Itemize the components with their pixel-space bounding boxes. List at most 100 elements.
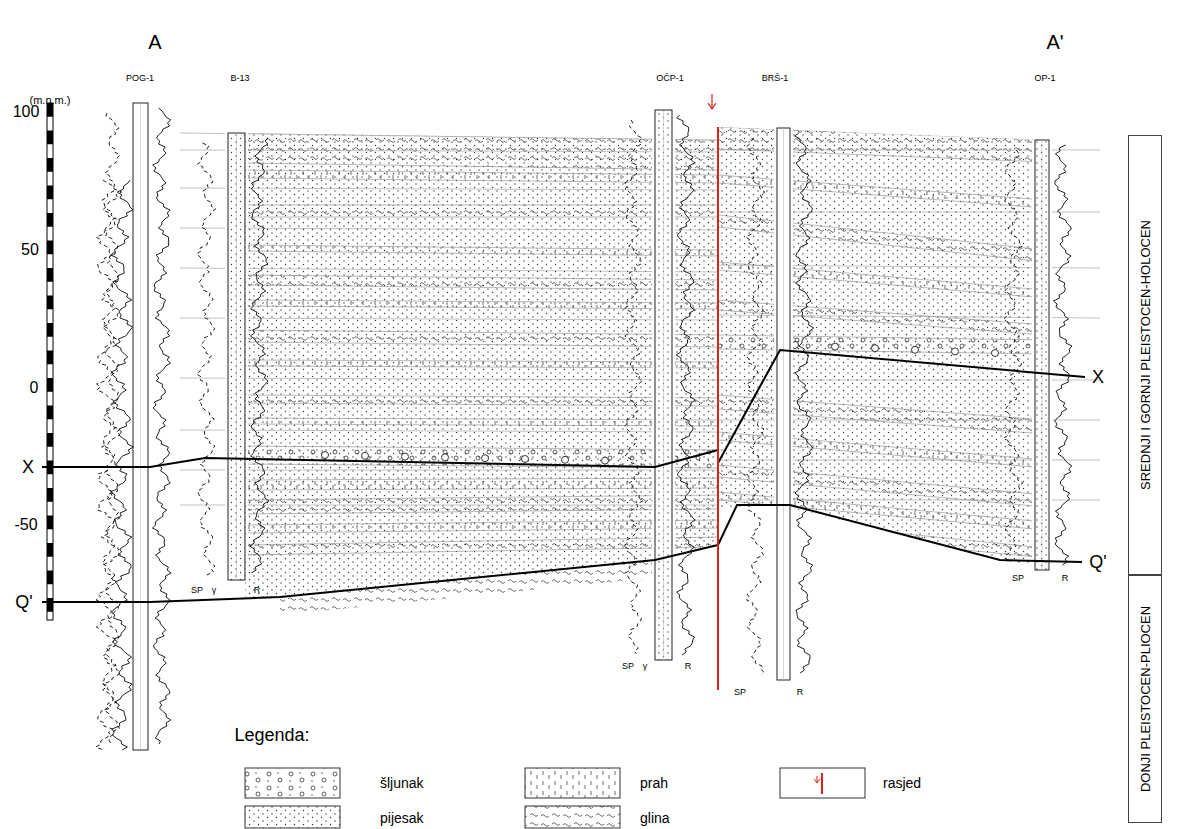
- scale-bar-segment: [47, 488, 53, 502]
- boundary-q-right: [718, 505, 1082, 562]
- legend-text: šljunak: [380, 776, 424, 790]
- scale-bar-segment: [47, 186, 53, 200]
- gravel-mark: [832, 343, 839, 350]
- legend-text: prah: [640, 776, 668, 790]
- sand-swatch: [245, 806, 340, 828]
- legend-title: Legenda:: [234, 726, 309, 744]
- age-band: DONJI PLEISTOCEN-PLIOCEN: [1128, 575, 1162, 823]
- stratum-band: [245, 360, 718, 368]
- boundary-q-left: [42, 545, 718, 602]
- well-column: [133, 103, 148, 750]
- scale-bar-segment: [47, 296, 53, 310]
- boundary-label: Q': [15, 593, 32, 611]
- sp-log-curve: [102, 113, 121, 743]
- gravel-mark: [562, 456, 569, 463]
- well-name: BRŠ-1: [762, 74, 789, 83]
- log-label: SP: [1012, 574, 1024, 583]
- stratum-band: [245, 300, 718, 309]
- scale-bar-segment: [47, 378, 53, 392]
- stratum-band: [245, 520, 718, 533]
- stratum-band: [718, 492, 1045, 530]
- stratum-band: [718, 395, 1045, 434]
- boundary-label: Q': [1089, 553, 1106, 571]
- well-axis: [140, 103, 141, 750]
- gravel-mark: [402, 453, 409, 460]
- legend-text: pijesak: [380, 811, 424, 825]
- fault-line: [717, 127, 719, 690]
- gravel-mark: [912, 346, 919, 353]
- sp-log-curve: [623, 120, 642, 654]
- sp-log-curve: [197, 143, 216, 575]
- well-column: [777, 128, 790, 680]
- stratum-band: [245, 170, 718, 183]
- axis-label: 100: [13, 104, 40, 120]
- well-ground: [652, 110, 675, 660]
- correlation-line: [180, 378, 718, 380]
- well-name: B-13: [230, 74, 249, 83]
- sand-body: [240, 120, 720, 620]
- stratum-band: [718, 127, 1045, 162]
- right-block: [715, 120, 1055, 580]
- gravel-mark: [322, 452, 329, 459]
- log-label: R: [254, 586, 261, 595]
- correlation-line: [180, 133, 718, 140]
- stratum-band: [245, 395, 718, 406]
- age-text: SREDNJI I GORNJI PLEISTOCEN-HOLOCEN: [1139, 220, 1152, 490]
- boundary-x-left: [42, 450, 718, 467]
- section-end-label: A': [1046, 32, 1063, 52]
- well-name: POG-1: [126, 74, 154, 83]
- correlation-line: [180, 430, 718, 432]
- scale-bar-segment: [47, 241, 53, 255]
- well-column: [655, 110, 672, 660]
- stratum-band: [718, 175, 1045, 208]
- boundary-label: X: [22, 458, 34, 476]
- scale-bar-segment: [47, 433, 53, 447]
- age-text: DONJI PLEISTOCEN-PLIOCEN: [1139, 606, 1152, 792]
- gravel-mark: [992, 350, 999, 357]
- legend-text: glina: [640, 811, 670, 825]
- fault-swatch-line: [821, 773, 823, 794]
- scale-bar-segment: [47, 351, 53, 365]
- scale-bar-segment: [47, 516, 53, 530]
- correlation-line: [180, 188, 718, 190]
- well-name: OP-1: [1034, 74, 1055, 83]
- axis-label: 0: [30, 380, 39, 396]
- axis-label: -50: [14, 517, 37, 533]
- log-label: γ: [212, 586, 217, 595]
- stratum-band: [245, 245, 718, 256]
- scale-bar-segment: [47, 543, 53, 557]
- scale-bar-segment: [47, 131, 53, 145]
- sp-log-curve: [96, 180, 122, 750]
- correlation-line: [180, 268, 718, 272]
- correlation-line: [180, 228, 718, 230]
- well-column: [1035, 140, 1049, 570]
- axis-label: 50: [21, 242, 39, 258]
- sp-log-curve: [1004, 150, 1023, 564]
- fault-swatch: [780, 768, 865, 798]
- resistivity-log-curve: [676, 115, 695, 655]
- resistivity-log-curve: [1054, 145, 1073, 565]
- scale-bar-segment: [47, 158, 53, 172]
- well-ground: [130, 103, 151, 750]
- age-band: SREDNJI I GORNJI PLEISTOCEN-HOLOCEN: [1128, 135, 1162, 575]
- well-ground: [1032, 140, 1052, 570]
- log-label: γ: [643, 662, 648, 671]
- clay-swatch: [525, 806, 620, 828]
- clay-below: [280, 560, 655, 615]
- gravel-mark: [522, 456, 529, 463]
- legend-swatches: [245, 768, 865, 828]
- log-label: SP: [191, 586, 203, 595]
- well-name: OČP-1: [656, 74, 684, 83]
- well-axis: [1042, 140, 1043, 570]
- well-column: [228, 133, 245, 580]
- gravel-mark: [482, 455, 489, 462]
- boundary-x-right: [718, 350, 1085, 463]
- resistivity-log-curve: [250, 138, 269, 573]
- well-axis: [236, 133, 237, 580]
- resistivity-log-curve: [110, 180, 133, 750]
- stratum-band: [718, 515, 1045, 558]
- gravel-mark: [442, 454, 449, 461]
- scale-bar-segment: [47, 213, 53, 227]
- stratum-band: [245, 478, 718, 490]
